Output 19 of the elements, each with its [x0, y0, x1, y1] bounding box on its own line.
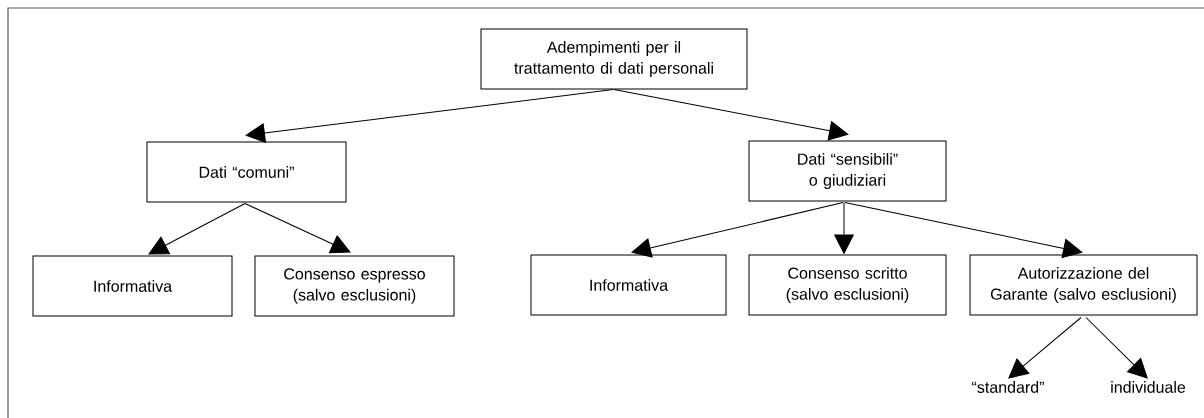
- arrow: [1008, 317, 1082, 379]
- arrow: [613, 89, 849, 141]
- arrow: [631, 202, 844, 258]
- text-box: Informativa: [530, 254, 727, 316]
- text-box: Dati “comuni”: [146, 141, 347, 203]
- node-label: “standard”: [972, 381, 1044, 393]
- text-box: Autorizzazione del Garante (salvo esclusioni): [969, 254, 1198, 316]
- text-box: Dati “sensibili” o giudiziari: [748, 140, 947, 202]
- arrow: [244, 203, 351, 254]
- node-label: individuale: [1111, 381, 1186, 393]
- text-box: Consenso espresso (salvo esclusioni): [254, 255, 455, 317]
- arrow: [1085, 317, 1148, 379]
- text-box: Adempimenti per il trattamento di dati personali: [480, 28, 748, 90]
- text-box: Consenso scritto (salvo esclusioni): [748, 254, 947, 316]
- arrow: [148, 203, 246, 255]
- arrow: [844, 202, 1083, 259]
- arrow: [834, 202, 854, 254]
- text-box: Informativa: [32, 255, 233, 317]
- arrow: [245, 89, 614, 143]
